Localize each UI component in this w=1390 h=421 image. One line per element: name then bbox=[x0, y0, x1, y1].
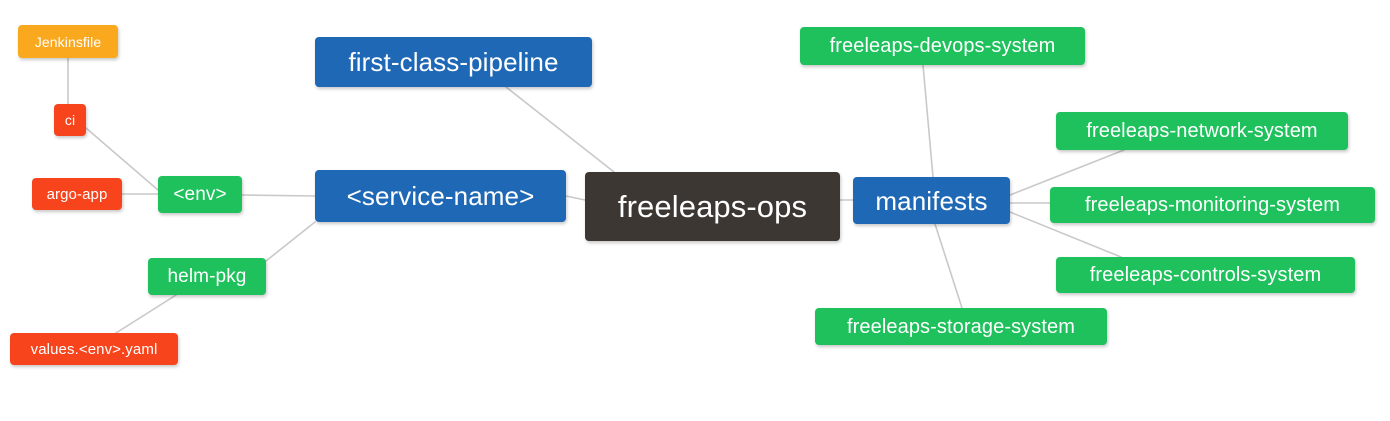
node-label-first-class-pipeline: first-class-pipeline bbox=[348, 47, 559, 77]
node-freeleaps-devops-system[interactable]: freeleaps-devops-system bbox=[800, 27, 1085, 65]
node-label-freeleaps-monitoring-system: freeleaps-monitoring-system bbox=[1084, 194, 1340, 216]
node-service-name[interactable]: <service-name> bbox=[315, 170, 566, 222]
edge-first-class-pipeline-to-freeleaps-ops bbox=[505, 86, 615, 173]
node-label-freeleaps-ops: freeleaps-ops bbox=[617, 189, 808, 224]
node-jenkinsfile[interactable]: Jenkinsfile bbox=[18, 25, 118, 58]
edge-service-name-to-freeleaps-ops bbox=[565, 195, 586, 201]
node-label-freeleaps-network-system: freeleaps-network-system bbox=[1086, 120, 1318, 142]
node-env[interactable]: <env> bbox=[158, 176, 242, 213]
edge-manifests-to-freeleaps-storage-system bbox=[934, 223, 963, 309]
edge-helm-pkg-to-values-env-yaml bbox=[115, 294, 177, 334]
node-label-ci: ci bbox=[64, 112, 76, 128]
node-freeleaps-ops[interactable]: freeleaps-ops bbox=[585, 172, 840, 241]
node-label-service-name: <service-name> bbox=[346, 181, 535, 211]
node-label-env: <env> bbox=[173, 184, 227, 205]
edge-manifests-to-freeleaps-devops-system bbox=[922, 64, 934, 178]
node-label-freeleaps-storage-system: freeleaps-storage-system bbox=[846, 315, 1076, 338]
node-label-manifests: manifests bbox=[875, 185, 988, 216]
node-ci[interactable]: ci bbox=[54, 104, 86, 136]
edge-env-to-service-name bbox=[241, 194, 316, 197]
node-label-freeleaps-controls-system: freeleaps-controls-system bbox=[1089, 264, 1322, 286]
node-manifests[interactable]: manifests bbox=[853, 177, 1010, 224]
node-first-class-pipeline[interactable]: first-class-pipeline bbox=[315, 37, 592, 87]
node-freeleaps-monitoring-system[interactable]: freeleaps-monitoring-system bbox=[1050, 187, 1375, 223]
node-label-jenkinsfile: Jenkinsfile bbox=[34, 33, 102, 50]
node-label-values-env-yaml: values.<env>.yaml bbox=[30, 340, 158, 358]
node-label-helm-pkg: helm-pkg bbox=[167, 266, 247, 287]
node-freeleaps-storage-system[interactable]: freeleaps-storage-system bbox=[815, 308, 1107, 345]
node-label-freeleaps-devops-system: freeleaps-devops-system bbox=[829, 35, 1056, 57]
edge-service-name-to-helm-pkg bbox=[265, 221, 316, 262]
node-freeleaps-network-system[interactable]: freeleaps-network-system bbox=[1056, 112, 1348, 150]
node-values-env-yaml[interactable]: values.<env>.yaml bbox=[10, 333, 178, 365]
node-helm-pkg[interactable]: helm-pkg bbox=[148, 258, 266, 295]
node-freeleaps-controls-system[interactable]: freeleaps-controls-system bbox=[1056, 257, 1355, 293]
node-label-argo-app: argo-app bbox=[46, 185, 108, 203]
node-argo-app[interactable]: argo-app bbox=[32, 178, 122, 210]
